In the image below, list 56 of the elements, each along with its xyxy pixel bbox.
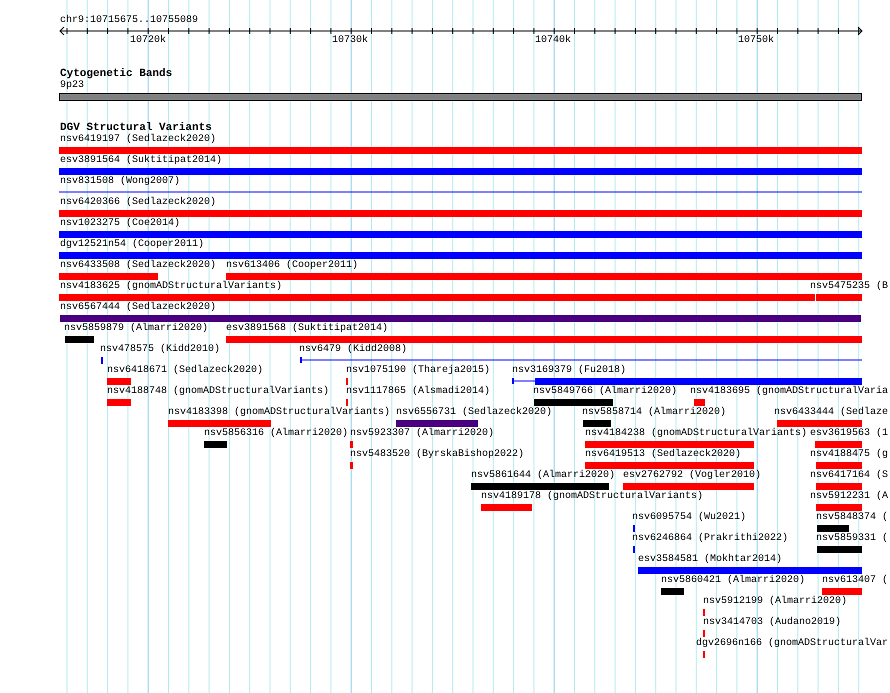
variant-label: nsv478575 (Kidd2010) xyxy=(100,344,220,356)
variant-label: nsv6433508 (Sedlazeck2020) xyxy=(60,260,216,272)
variant-label: nsv6479 (Kidd2008) xyxy=(299,344,408,356)
variant-label: nsv5912199 (Almarri2020) xyxy=(703,596,848,608)
variant-label: nsv5849766 (Almarri2020) xyxy=(533,386,678,398)
variant-label: nsv5858714 (Almarri2020) xyxy=(582,407,726,419)
variant-label: nsv5923307 (Almarri2020) xyxy=(350,428,494,440)
variant-label: nsv4188748 (gnomADStructuralVariants) xyxy=(107,386,330,398)
variant-label: esv3584581 (Mokhtar2014) xyxy=(638,554,782,566)
track-title: Cytogenetic Bands xyxy=(60,68,172,80)
variant-label: nsv4188475 (g xyxy=(810,449,888,461)
cytoband-label: 9p23 xyxy=(60,80,84,92)
variant-label: nsv613406 (Cooper2011) xyxy=(226,260,358,272)
variant-label: dgv12521n54 (Cooper2011) xyxy=(60,239,204,251)
variant-label: nsv5848374 ( xyxy=(816,512,888,524)
variant-label: nsv6095754 (Wu2021) xyxy=(632,512,746,524)
variant-label: nsv6567444 (Sedlazeck2020) xyxy=(60,302,216,314)
variant-label: esv3891564 (Suktitipat2014) xyxy=(60,155,222,167)
variant-label: esv3619563 (1 xyxy=(810,428,888,440)
variant-label: nsv6433444 (Sedlaze xyxy=(774,407,888,419)
variant-label: nsv6419513 (Sedlazeck2020) xyxy=(585,449,742,461)
variant-label: nsv6418671 (Sedlazeck2020) xyxy=(107,365,264,377)
variant-label: nsv4183398 (gnomADStructuralVariants) xyxy=(168,407,390,419)
variant-label: nsv5861644 (Almarri2020) xyxy=(471,470,616,482)
variant-label: nsv5859879 (Almarri2020) xyxy=(64,323,208,335)
variant-label: nsv6417164 (S xyxy=(810,470,888,482)
variant-label: esv3891568 (Suktitipat2014) xyxy=(226,323,388,335)
variant-label: nsv1023275 (Coe2014) xyxy=(60,218,180,230)
variant-label: nsv4183625 (gnomADStructuralVariants) xyxy=(60,281,282,293)
variant-label: nsv5483520 (ByrskaBishop2022) xyxy=(350,449,524,461)
variant-label: nsv6556731 (Sedlazeck2020) xyxy=(396,407,552,419)
variant-label: nsv5860421 (Almarri2020) xyxy=(661,575,806,587)
scale-tick-label: 10740k xyxy=(535,35,572,47)
scale-tick-label: 10750k xyxy=(738,35,774,47)
variant-label: nsv1075190 (Thareja2015) xyxy=(346,365,490,377)
variant-label: nsv5856316 (Almarri2020) xyxy=(204,428,348,440)
variant-label: nsv5912231 (A xyxy=(810,491,888,503)
variant-label: esv2762792 (Vogler2010) xyxy=(623,470,762,482)
variant-label: nsv5859331 ( xyxy=(816,533,888,545)
track-title: DGV Structural Variants xyxy=(60,122,212,134)
variant-label: nsv1117865 (Alsmadi2014) xyxy=(346,386,490,398)
scale-tick-label: 10730k xyxy=(332,35,368,47)
variant-label: nsv4183695 (gnomADStructuralVaria xyxy=(690,386,888,398)
scale-tick-label: 10720k xyxy=(130,35,166,47)
variant-label: nsv5475235 (B xyxy=(810,281,888,293)
variant-label: nsv4189178 (gnomADStructuralVariants) xyxy=(481,491,704,503)
variant-label: nsv613407 ( xyxy=(822,575,888,587)
variant-label: dgv2696n166 (gnomADStructuralVar xyxy=(696,638,888,650)
variant-label: nsv3414703 (Audano2019) xyxy=(703,617,842,629)
variant-label: nsv3169379 (Fu2018) xyxy=(512,365,626,377)
variant-label: nsv831508 (Wong2007) xyxy=(60,176,180,188)
variant-label: nsv6420366 (Sedlazeck2020) xyxy=(60,197,216,209)
chromosome-position-label: chr9:10715675..10755089 xyxy=(60,15,198,27)
variant-label: nsv6419197 (Sedlazeck2020) xyxy=(60,134,216,146)
variant-label: nsv6246864 (Prakrithi2022) xyxy=(632,533,788,545)
variant-label: nsv4184238 (gnomADStructuralVariants) xyxy=(585,428,808,440)
